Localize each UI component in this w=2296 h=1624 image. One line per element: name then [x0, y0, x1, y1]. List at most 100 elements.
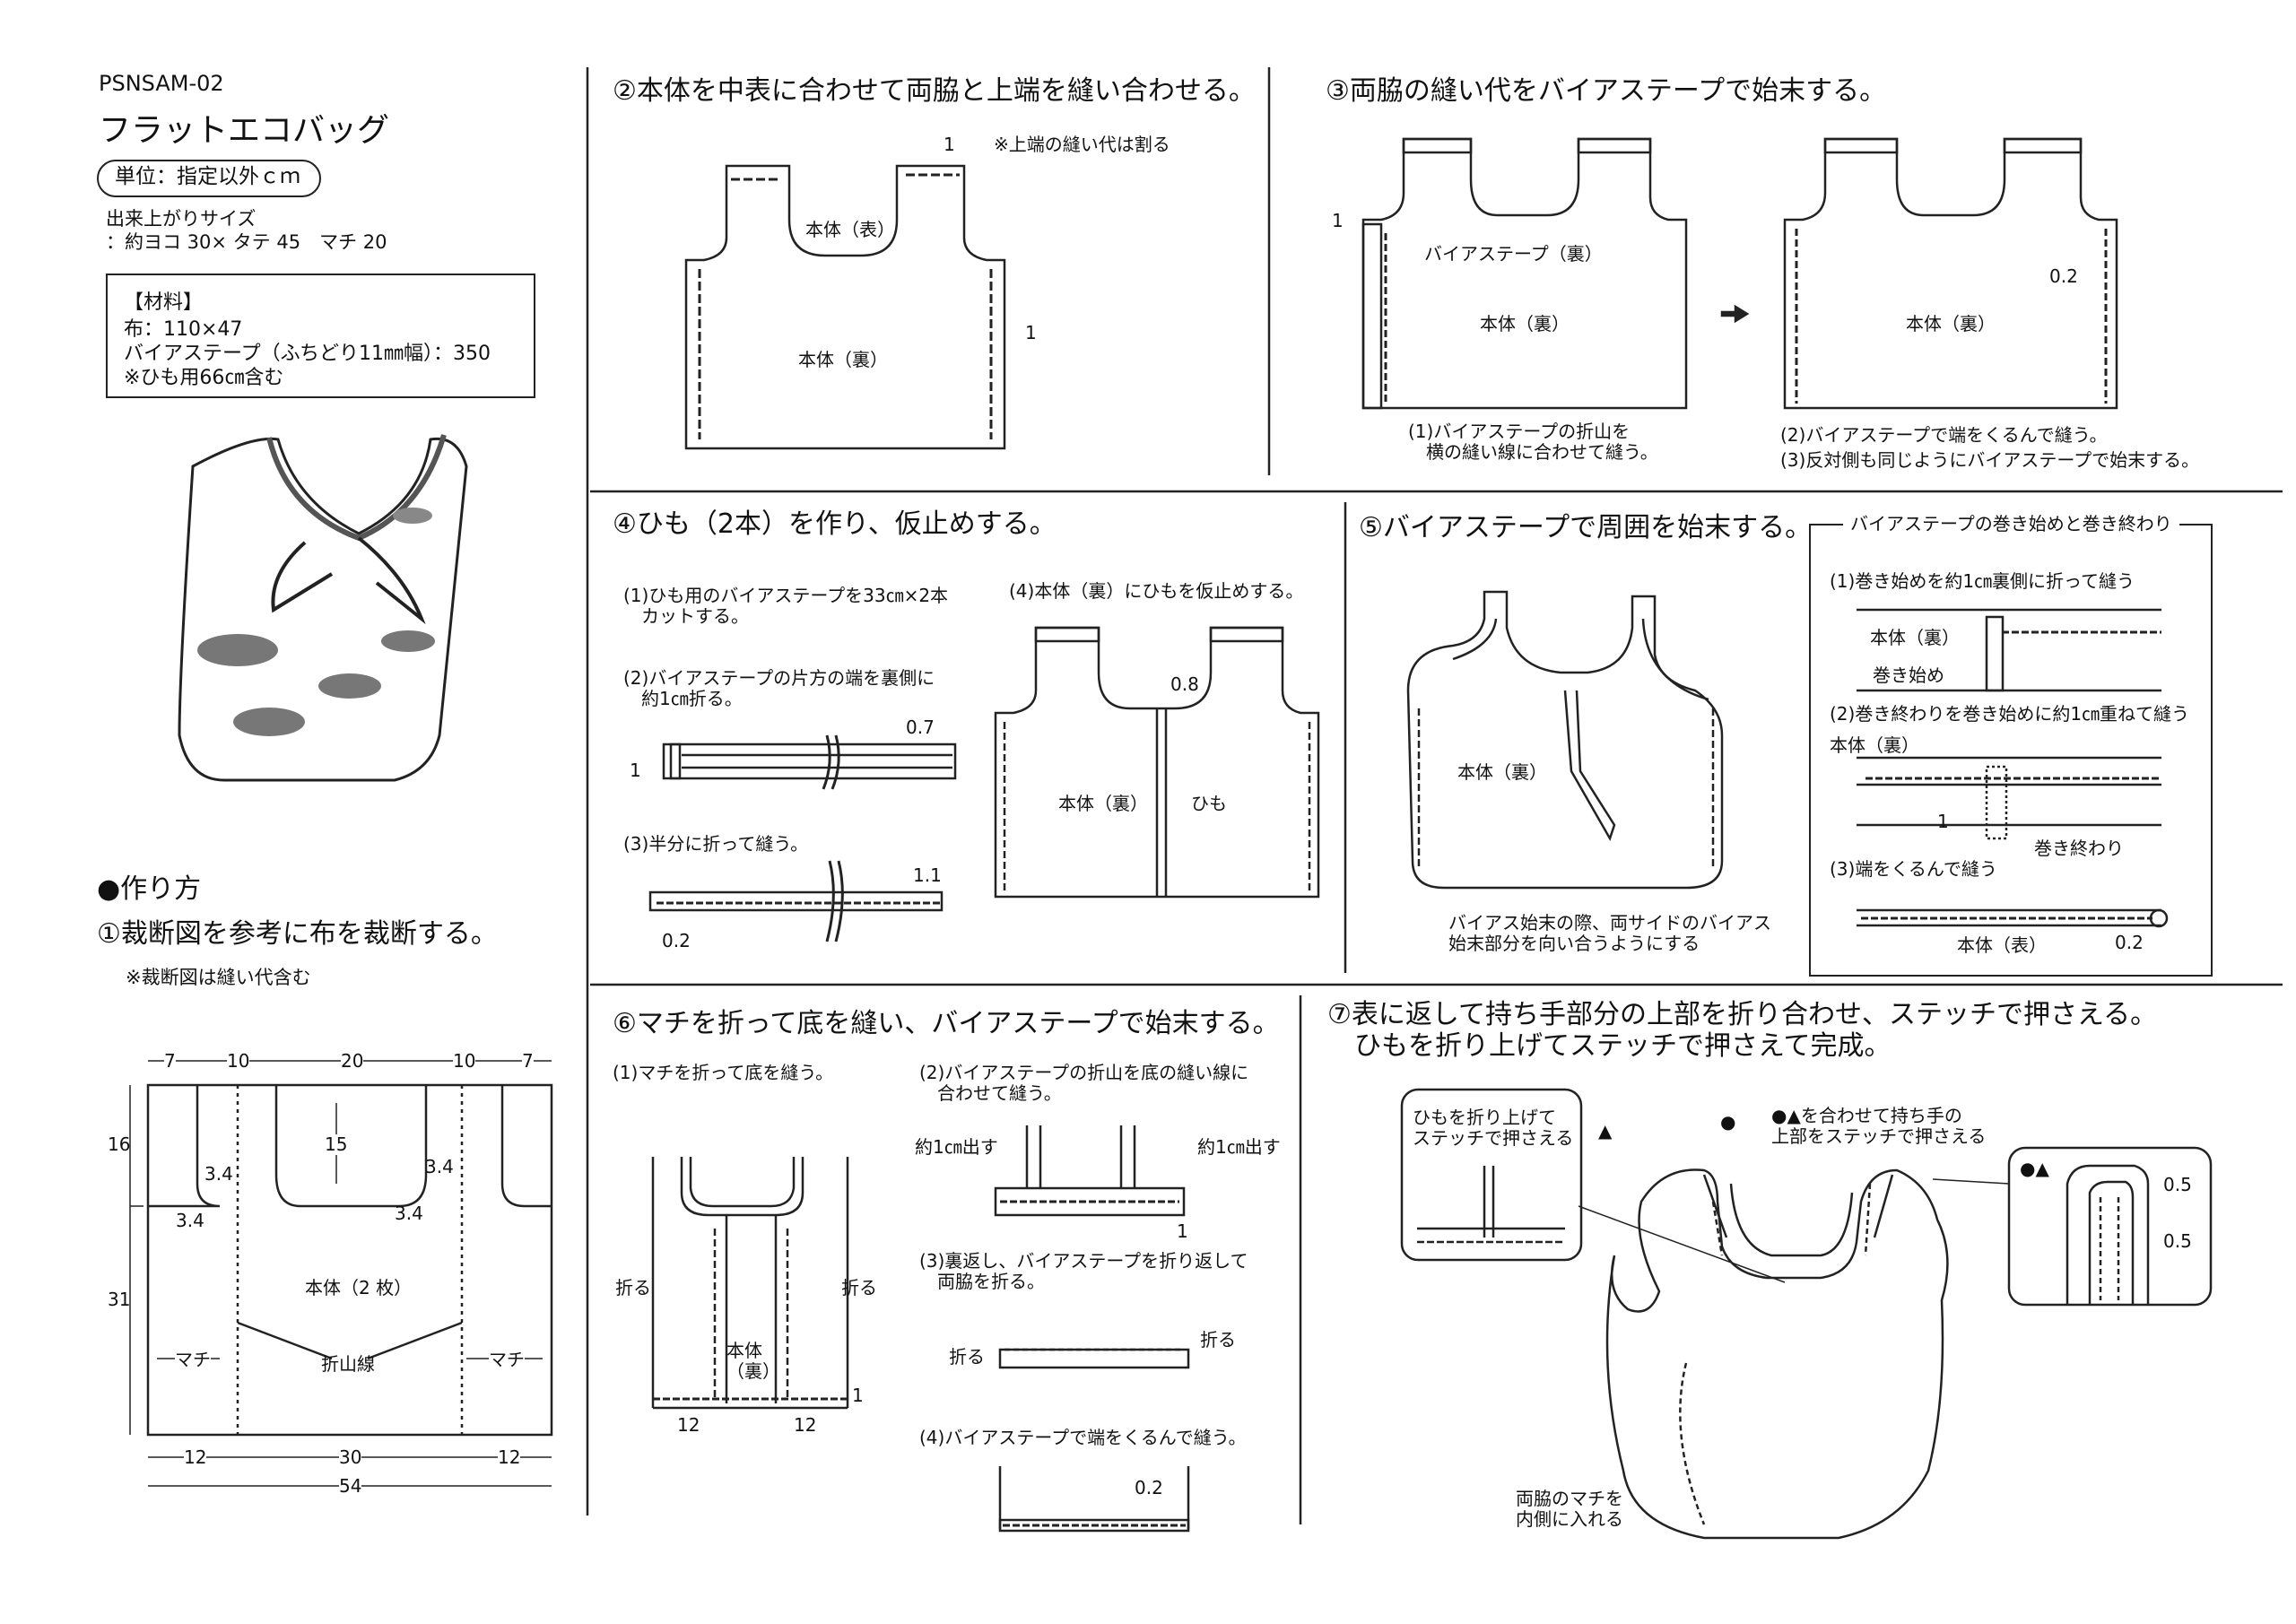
step7-dim-05-a: 0.5: [2163, 1174, 2192, 1195]
step6-out-right: 約1㎝出す: [1197, 1136, 1281, 1158]
cut-fold-line: 折山線: [321, 1353, 375, 1375]
step4-sub-1: (1)ひも用のバイアステープを33㎝×2本 カットする。: [623, 585, 949, 627]
step3-caption-3: (3)反対側も同じようにバイアステープで始末する。: [1780, 449, 2200, 471]
step7-bag-art: [1578, 1168, 2010, 1540]
bias-dim-1: 1: [1937, 811, 1949, 832]
step3-back-label-a: 本体（裏）: [1480, 313, 1570, 334]
step6-sub-2: (2)バイアステープの折山を底の縫い線に 合わせて縫う。: [919, 1062, 1249, 1104]
step3-caption-1: (1)バイアステープの折山を 横の縫い線に合わせて縫う。: [1408, 421, 1658, 463]
step7-callout-left-art: [1417, 1166, 1565, 1244]
step7-note: 両脇のマチを 内側に入れる: [1516, 1488, 1623, 1530]
step4-dim-11: 1.1: [913, 864, 942, 886]
step7-callout-box-right: [2007, 1146, 2213, 1307]
step6-dim-1: 1: [852, 1385, 864, 1406]
step7-callout-2: ●▲を合わせて持ち手の 上部をステッチで押さえる: [1771, 1105, 1987, 1147]
step6-diagram-b: [994, 1125, 1190, 1533]
materials-fabric: 布：110×47: [124, 318, 243, 341]
step6-body-label: 本体 （裏）: [726, 1340, 780, 1382]
bias-back-label: 本体（裏）: [1870, 627, 1960, 648]
step5-diagram: [1406, 590, 1724, 890]
product-code: PSNSAM-02: [99, 71, 224, 96]
materials-box: [106, 274, 535, 398]
bias-start-label: 巻き始め: [1873, 664, 1944, 686]
step6-fold-b-left: 折る: [949, 1346, 985, 1368]
bag-illustration: [178, 434, 468, 782]
circle-icon: ●: [1720, 1111, 1736, 1133]
size-label: 出来上がりサイズ: [106, 208, 257, 230]
cut-gusset-left: マチ: [175, 1349, 211, 1370]
step1-note: ※裁断図は縫い代含む: [126, 967, 311, 988]
cut-dim-top-1: 7: [164, 1050, 176, 1072]
step1-title: ①裁断図を参考に布を裁断する。: [97, 918, 498, 950]
step6-diagram-a: [651, 1157, 849, 1410]
step6-sub-4: (4)バイアステープで端をくるんで縫う。: [919, 1427, 1247, 1448]
step4-sub-4: (4)本体（裏）にひもを仮止めする。: [1009, 580, 1304, 602]
step6-sub-1: (1)マチを折って底を縫う。: [613, 1062, 834, 1083]
cut-gusset-right: マチ: [489, 1349, 525, 1370]
step6-title: ⑥マチを折って底を縫い、バイアステープで始末する。: [613, 1008, 1280, 1039]
step3-title: ③両脇の縫い代をバイアステープで始末する。: [1326, 75, 1887, 107]
step2-note: ※上端の縫い代は割る: [994, 134, 1170, 155]
arrow-right-icon: [1720, 304, 1750, 324]
bias-sub-3: (3)端をくるんで縫う: [1830, 858, 1997, 880]
step6-fold-b-right: 折る: [1200, 1329, 1236, 1350]
step3-diagram-b: [1783, 137, 2118, 410]
cut-dim-bottom-1: 12: [184, 1446, 207, 1468]
step3-tape-label: バイアステープ（裏）: [1424, 243, 1603, 265]
bias-end-label: 巻き終わり: [2034, 838, 2124, 859]
triangle-icon: ▲: [1598, 1120, 1613, 1142]
bias-box-title: バイアステープの巻き始めと巻き終わり: [1843, 514, 2179, 534]
step2-back-label: 本体（裏）: [798, 349, 888, 370]
step7-dim-05-b: 0.5: [2163, 1230, 2192, 1252]
materials-tape: バイアステープ（ふちどり11㎜幅）：350: [124, 343, 491, 365]
bias-back2-label: 本体（裏）: [1830, 734, 1919, 756]
cut-radius-3: 3.4: [425, 1156, 454, 1177]
cut-dim-31: 31: [108, 1289, 131, 1310]
materials-note: ※ひも用66㎝含む: [124, 367, 284, 389]
cut-dim-bottom-2: 30: [339, 1446, 362, 1468]
step2-title: ②本体を中表に合わせて両脇と上端を縫い合わせる。: [613, 75, 1256, 107]
step3-back-label-b: 本体（裏）: [1906, 313, 1996, 334]
step4-dim-08: 0.8: [1170, 673, 1199, 695]
step6-dim-12-right: 12: [794, 1414, 817, 1436]
step3-diagram-a: [1361, 137, 1688, 410]
bias-box-art: [1857, 608, 2169, 928]
step3-dim-1: 1: [1332, 210, 1344, 231]
step6-dim-12-left: 12: [677, 1414, 700, 1436]
step7-title: ⑦表に返して持ち手部分の上部を折り合わせ、ステッチで押さえる。 ひもを折り上げて…: [1327, 999, 2158, 1062]
step7-callout-box-left: [1400, 1088, 1583, 1262]
step7-marks: ●▲: [2020, 1158, 2049, 1179]
bias-front-label: 本体（表）: [1957, 934, 2047, 956]
cut-dim-total: 54: [339, 1475, 362, 1497]
howto-title: ●作り方: [97, 873, 202, 905]
step3-caption-2: (2)バイアステープで端をくるんで縫う。: [1780, 424, 2108, 446]
cut-dim-16: 16: [108, 1133, 131, 1155]
step2-dim-1-top: 1: [944, 134, 955, 155]
step5-note: バイアス始末の際、両サイドのバイアス 始末部分を向い合うようにする: [1448, 912, 1771, 954]
step4-string-label: ひも: [1191, 793, 1227, 814]
step5-title: ⑤バイアステープで周囲を始末する。: [1359, 512, 1813, 543]
bias-dim-02: 0.2: [2115, 932, 2144, 953]
step4-back-label: 本体（裏）: [1058, 793, 1148, 814]
step5-back-label: 本体（裏）: [1457, 761, 1547, 783]
step6-fold-left: 折る: [615, 1277, 651, 1298]
unit-badge: [97, 160, 321, 197]
cut-radius-4: 3.4: [395, 1203, 423, 1224]
size-value: ：約ヨコ 30× タテ 45 マチ 20: [106, 231, 387, 253]
step4-dim-07: 0.7: [906, 716, 935, 738]
step7-callout-1: ひもを折り上げて ステッチで押さえる: [1413, 1107, 1574, 1149]
step6-dim-02: 0.2: [1135, 1477, 1163, 1498]
cut-dim-15: 15: [325, 1133, 348, 1155]
cut-dim-bottom-3: 12: [498, 1446, 521, 1468]
cut-body-label: 本体（2 枚）: [305, 1277, 413, 1298]
unit-label: 単位：指定以外ｃｍ: [115, 165, 300, 188]
cut-dim-top-3: 20: [341, 1050, 364, 1072]
bias-sub-2: (2)巻き終わりを巻き始めに約1㎝重ねて縫う: [1830, 703, 2190, 725]
step4-dim-1: 1: [630, 760, 641, 781]
step6-dim-1b: 1: [1177, 1220, 1188, 1242]
step4-tape: [648, 734, 957, 942]
cut-radius-1: 3.4: [204, 1163, 233, 1185]
step6-sub-3: (3)裏返し、バイアステープを折り返して 両脇を折る。: [919, 1250, 1248, 1292]
bias-sub-1: (1)巻き始めを約1㎝裏側に折って縫う: [1830, 570, 2135, 592]
